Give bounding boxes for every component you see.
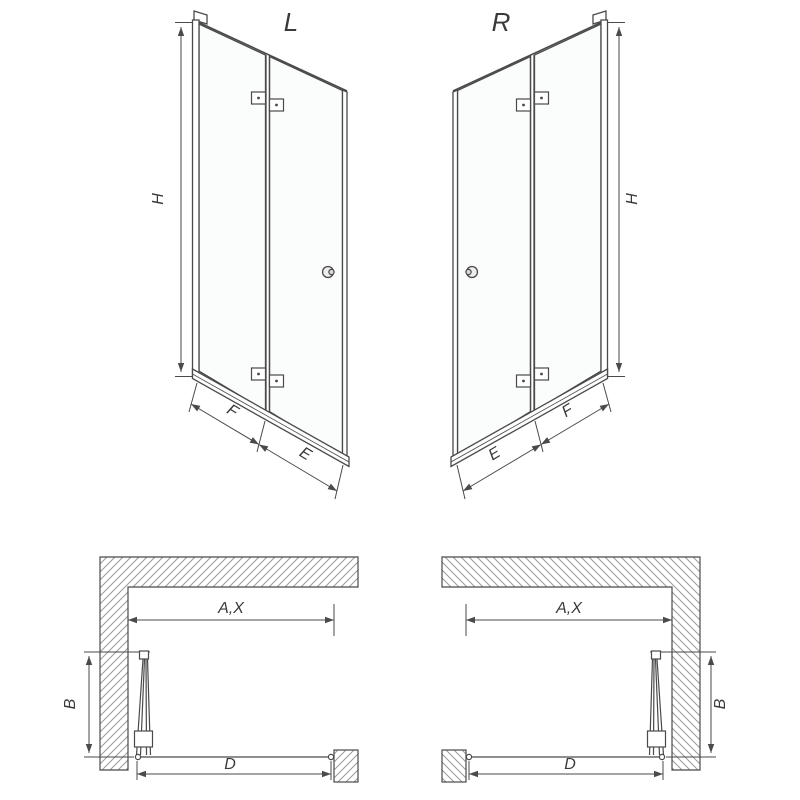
glass-panel-fixed [198,22,267,413]
panel-dim-label-E-right: E [486,444,504,464]
iso-view-right-geometry [451,11,625,499]
panel-dim-label-F-right: F [559,401,577,421]
wall-profile [191,19,200,378]
plan-view-right-geometry [442,557,716,782]
fold-line [265,55,271,412]
panel-width-dimensions [188,382,344,500]
height-dim-label-right: H [624,193,641,205]
iso-view-left-geometry [175,10,350,500]
panel-dim-label-E-left: E [296,444,314,464]
fold-depth-label-right: B [712,698,729,709]
variant-label-left: L [284,7,298,37]
door-top-edge [198,21,348,92]
labels-layer: L R H H F E E F A,X A,X B B D D [62,7,729,773]
opening-width-label-left: A,X [217,600,245,617]
fold-hinges [250,91,285,388]
opening-width-dimension [128,604,335,636]
folded-door-plan [133,650,154,756]
free-edge-profile [341,88,348,461]
variant-label-right: R [492,7,511,37]
height-dim-label-left: H [150,193,167,205]
wall-section-main [99,556,359,771]
door-knob [321,265,335,279]
wall-section-stub [333,749,359,783]
opening-width-label-right: A,X [555,600,583,617]
entry-width-dimension [136,761,332,780]
entry-width-label-right: D [564,756,576,773]
fold-depth-label-left: B [62,698,79,709]
panel-dim-label-F-left: F [224,401,242,421]
plan-view-left-geometry [84,556,359,783]
entry-width-label-left: D [224,756,236,773]
rail-plan [134,753,335,761]
glass-panel-door [268,55,344,458]
